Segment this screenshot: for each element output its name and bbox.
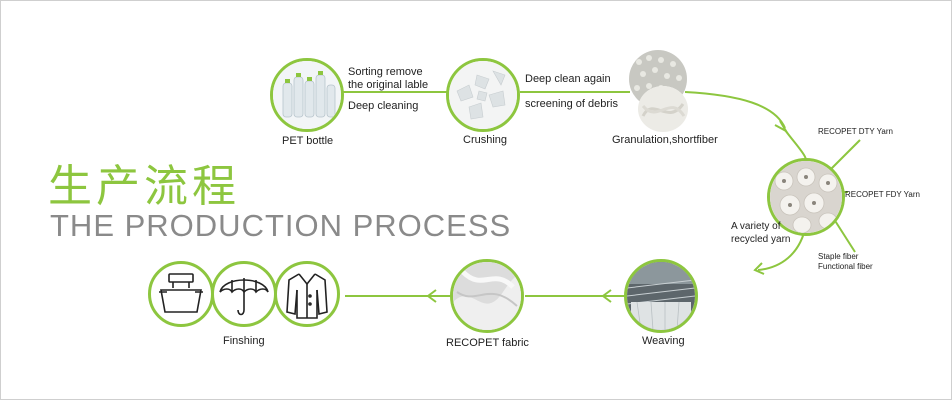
title-chinese: 生产流程	[48, 150, 240, 214]
pet-bottle-label: PET bottle	[282, 135, 333, 147]
fdy-yarn-label: RECOPET FDY Yarn	[845, 190, 920, 200]
flakes-photo	[449, 61, 517, 129]
title-english: THE PRODUCTION PROCESS	[50, 208, 511, 244]
staple-fiber-label: Staple fiber	[818, 252, 858, 262]
yarn-label-line2: recycled yarn	[731, 234, 790, 245]
fabric-photo	[453, 262, 521, 330]
bottles-photo	[273, 61, 341, 129]
coat-icon	[277, 264, 337, 324]
connector-granulation-yarn	[685, 92, 785, 128]
bag-icon	[151, 264, 211, 324]
yarn-label-line1: A variety of	[731, 221, 780, 232]
shortfiber-node	[638, 86, 688, 132]
umbrella-node	[211, 261, 277, 327]
granulation-label: Granulation,shortfiber	[612, 134, 718, 146]
yarn-spools-photo	[770, 161, 842, 233]
screening-label: screening of debris	[525, 98, 618, 110]
fabric-node	[450, 259, 524, 333]
coat-node	[274, 261, 340, 327]
sort-label-line1: Sorting remove	[348, 66, 423, 78]
umbrella-icon	[214, 264, 274, 324]
pet-bottle-node	[270, 58, 344, 132]
functional-fiber-label: Functional fiber	[818, 262, 873, 272]
crushing-label: Crushing	[463, 134, 507, 146]
crushing-node	[446, 58, 520, 132]
fabric-label: RECOPET fabric	[446, 337, 529, 349]
deep-clean-again-label: Deep clean again	[525, 73, 611, 85]
bag-node	[148, 261, 214, 327]
finishing-label: Finshing	[223, 335, 265, 347]
deep-cleaning-label: Deep cleaning	[348, 100, 418, 112]
sort-label-line2: the original lable	[348, 79, 428, 91]
dty-yarn-label: RECOPET DTY Yarn	[818, 127, 893, 137]
weaving-label: Weaving	[642, 335, 685, 347]
weaving-photo	[627, 262, 695, 330]
shortfiber-photo	[638, 86, 688, 132]
weaving-node	[624, 259, 698, 333]
